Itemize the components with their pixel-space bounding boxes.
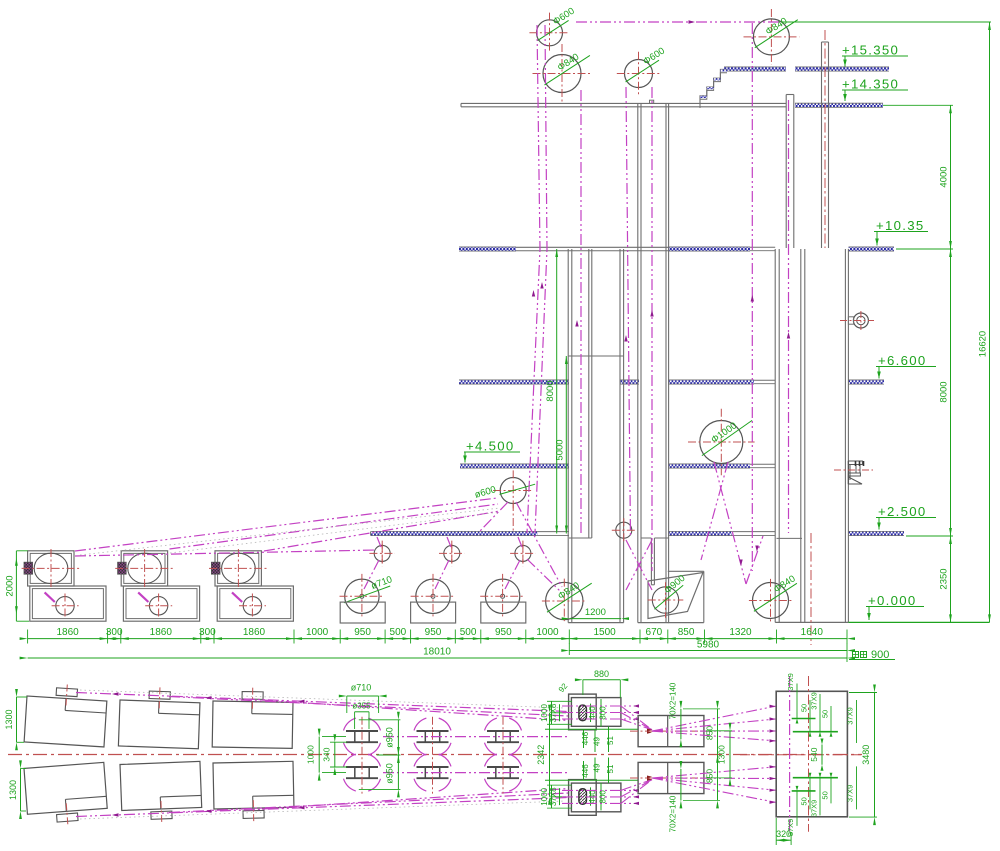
svg-text:70X2=140: 70X2=140 xyxy=(669,795,678,832)
svg-text:ø355: ø355 xyxy=(352,702,371,711)
svg-text:1860: 1860 xyxy=(243,627,266,638)
svg-text:300: 300 xyxy=(106,627,123,638)
svg-text:850: 850 xyxy=(678,627,695,638)
svg-text:5980: 5980 xyxy=(697,640,720,651)
svg-text:37X9: 37X9 xyxy=(809,692,818,710)
svg-text:70X2=140: 70X2=140 xyxy=(669,682,678,719)
svg-text:1300: 1300 xyxy=(8,780,18,800)
svg-text:ø950: ø950 xyxy=(385,727,395,748)
svg-text:+6.600: +6.600 xyxy=(878,353,927,368)
svg-text:37X8: 37X8 xyxy=(549,703,558,722)
svg-text:50: 50 xyxy=(799,704,808,712)
svg-text:37X9: 37X9 xyxy=(786,819,795,837)
svg-text:51: 51 xyxy=(606,764,615,773)
svg-text:+15.350: +15.350 xyxy=(842,43,899,58)
svg-text:800: 800 xyxy=(599,790,608,804)
svg-text:37X9: 37X9 xyxy=(846,785,855,803)
svg-text:16620: 16620 xyxy=(978,331,989,357)
svg-text:50: 50 xyxy=(820,710,829,718)
svg-text:+2.500: +2.500 xyxy=(878,504,927,519)
svg-text:340: 340 xyxy=(321,747,331,761)
svg-text:1320: 1320 xyxy=(729,627,752,638)
svg-text:900: 900 xyxy=(871,649,889,661)
svg-text:1500: 1500 xyxy=(593,627,616,638)
svg-text:320: 320 xyxy=(776,829,791,839)
svg-text:2350: 2350 xyxy=(939,568,950,589)
svg-text:1000: 1000 xyxy=(536,627,559,638)
svg-text:1200: 1200 xyxy=(585,607,606,618)
svg-text:1860: 1860 xyxy=(56,627,79,638)
svg-text:37X8: 37X8 xyxy=(549,787,558,806)
svg-text:51: 51 xyxy=(606,736,615,745)
svg-text:+0.000: +0.000 xyxy=(868,593,917,608)
svg-text:+14.350: +14.350 xyxy=(842,77,899,92)
svg-text:8000: 8000 xyxy=(545,380,556,401)
svg-text:2000: 2000 xyxy=(4,575,15,596)
svg-text:950: 950 xyxy=(495,627,512,638)
svg-text:49: 49 xyxy=(592,737,601,746)
svg-text:880: 880 xyxy=(594,669,609,679)
svg-text:8000: 8000 xyxy=(939,381,950,402)
svg-text:ø710: ø710 xyxy=(351,683,372,693)
svg-text:1000: 1000 xyxy=(540,787,549,805)
svg-text:800: 800 xyxy=(599,706,608,720)
svg-text:5000: 5000 xyxy=(555,439,566,460)
svg-text:540: 540 xyxy=(809,747,819,761)
svg-text:50: 50 xyxy=(820,791,829,799)
svg-text:950: 950 xyxy=(425,627,442,638)
svg-text:1000: 1000 xyxy=(306,627,329,638)
svg-text:37X9: 37X9 xyxy=(786,673,795,691)
svg-text:500: 500 xyxy=(460,627,477,638)
svg-text:+4.500: +4.500 xyxy=(466,439,515,454)
svg-text:1000: 1000 xyxy=(306,745,316,764)
svg-text:446: 446 xyxy=(581,764,590,778)
svg-text:49: 49 xyxy=(592,763,601,772)
svg-text:300: 300 xyxy=(199,627,216,638)
svg-text:2342: 2342 xyxy=(536,745,546,765)
svg-text:850: 850 xyxy=(704,726,714,740)
svg-text:37X9: 37X9 xyxy=(809,800,818,818)
svg-text:50: 50 xyxy=(799,797,808,805)
svg-text:850: 850 xyxy=(704,769,714,783)
svg-text:950: 950 xyxy=(354,627,371,638)
svg-text:446: 446 xyxy=(581,731,590,745)
svg-text:1300: 1300 xyxy=(717,745,727,764)
svg-text:3480: 3480 xyxy=(861,745,871,765)
svg-text:1860: 1860 xyxy=(150,627,173,638)
svg-text:ø950: ø950 xyxy=(385,763,395,784)
svg-text:+10.35: +10.35 xyxy=(876,218,925,233)
svg-text:37X9: 37X9 xyxy=(846,707,855,725)
svg-text:500: 500 xyxy=(390,627,407,638)
svg-text:1300: 1300 xyxy=(4,709,14,729)
svg-text:18010: 18010 xyxy=(423,647,451,658)
svg-text:1640: 1640 xyxy=(801,627,824,638)
svg-text:4000: 4000 xyxy=(939,166,950,187)
svg-text:670: 670 xyxy=(646,627,663,638)
svg-text:1000: 1000 xyxy=(540,704,549,722)
